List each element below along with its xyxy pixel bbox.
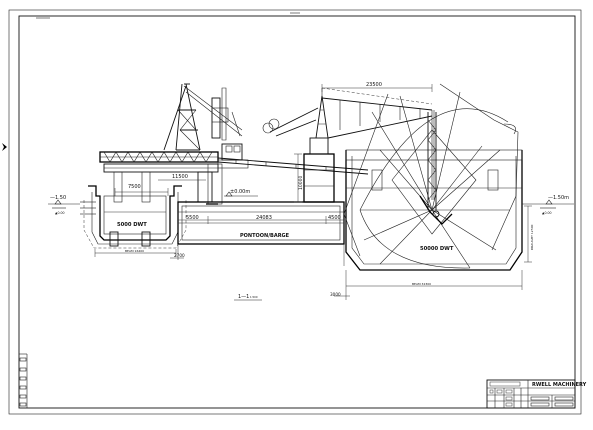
elevation-right-label: —1.50m: [548, 195, 569, 201]
inner-border: [18, 15, 576, 409]
title-block: [486, 379, 576, 409]
left-revision-strip: [19, 353, 28, 408]
section-label: 1—1: [238, 294, 249, 300]
ship-big-50000dwt: [343, 83, 523, 271]
ship-small-5000dwt: [80, 185, 187, 249]
ship-big-beam-label: BEAM 32300: [412, 282, 431, 286]
ship-big-dimensions: [334, 270, 523, 300]
ship-small-beam-label: BEAM 16400: [125, 249, 144, 253]
ship-big-draft-dimension: [524, 205, 532, 263]
pontoon-barge: [177, 201, 345, 266]
elevation-marker-left: [48, 199, 80, 209]
left-margin-arrow-icon: [2, 143, 7, 151]
svg-text:▲0.00: ▲0.00: [542, 211, 552, 215]
dim-pontoon-mid: 24083: [256, 215, 272, 221]
dim-pontoon-right: 4500: [328, 215, 341, 221]
right-draft-label: DRAUGHT 12500: [530, 224, 534, 250]
dim-ship-small-bottom: 2700: [174, 253, 185, 258]
ship-small-label: 5000 DWT: [117, 222, 147, 228]
ship-small-dimensions: [94, 188, 184, 259]
dim-pontoon-left: 5500: [186, 215, 199, 221]
crane-span-dimension: [321, 84, 433, 92]
shiploader-machine: [99, 83, 369, 205]
water-level-marker: [224, 191, 258, 197]
svg-text:1:500: 1:500: [250, 295, 258, 299]
svg-text:▲0.00: ▲0.00: [55, 211, 65, 215]
dim-top-span: 23500: [366, 82, 382, 88]
title-block-company: RWELL MACHINERY: [532, 382, 587, 388]
ship-big-label: 50000 DWT: [420, 246, 454, 252]
dim-mast-height: 10000: [298, 176, 304, 190]
dim-crane-span: 11500: [172, 174, 188, 180]
dim-left-base: 7500: [128, 184, 141, 190]
water-level-label: ±0.00m: [230, 189, 250, 195]
outer-border: [8, 9, 582, 415]
pontoon-label: PONTOON/BARGE: [240, 233, 290, 239]
dim-ship-big-bottom: 3000: [330, 292, 341, 297]
elevation-marker-right: [522, 199, 574, 209]
mast-height-dimension: [294, 153, 302, 203]
pontoon-dimensions: [178, 216, 344, 224]
luffing-crane: [262, 87, 435, 203]
elevation-left-label: —1.50: [50, 195, 66, 201]
